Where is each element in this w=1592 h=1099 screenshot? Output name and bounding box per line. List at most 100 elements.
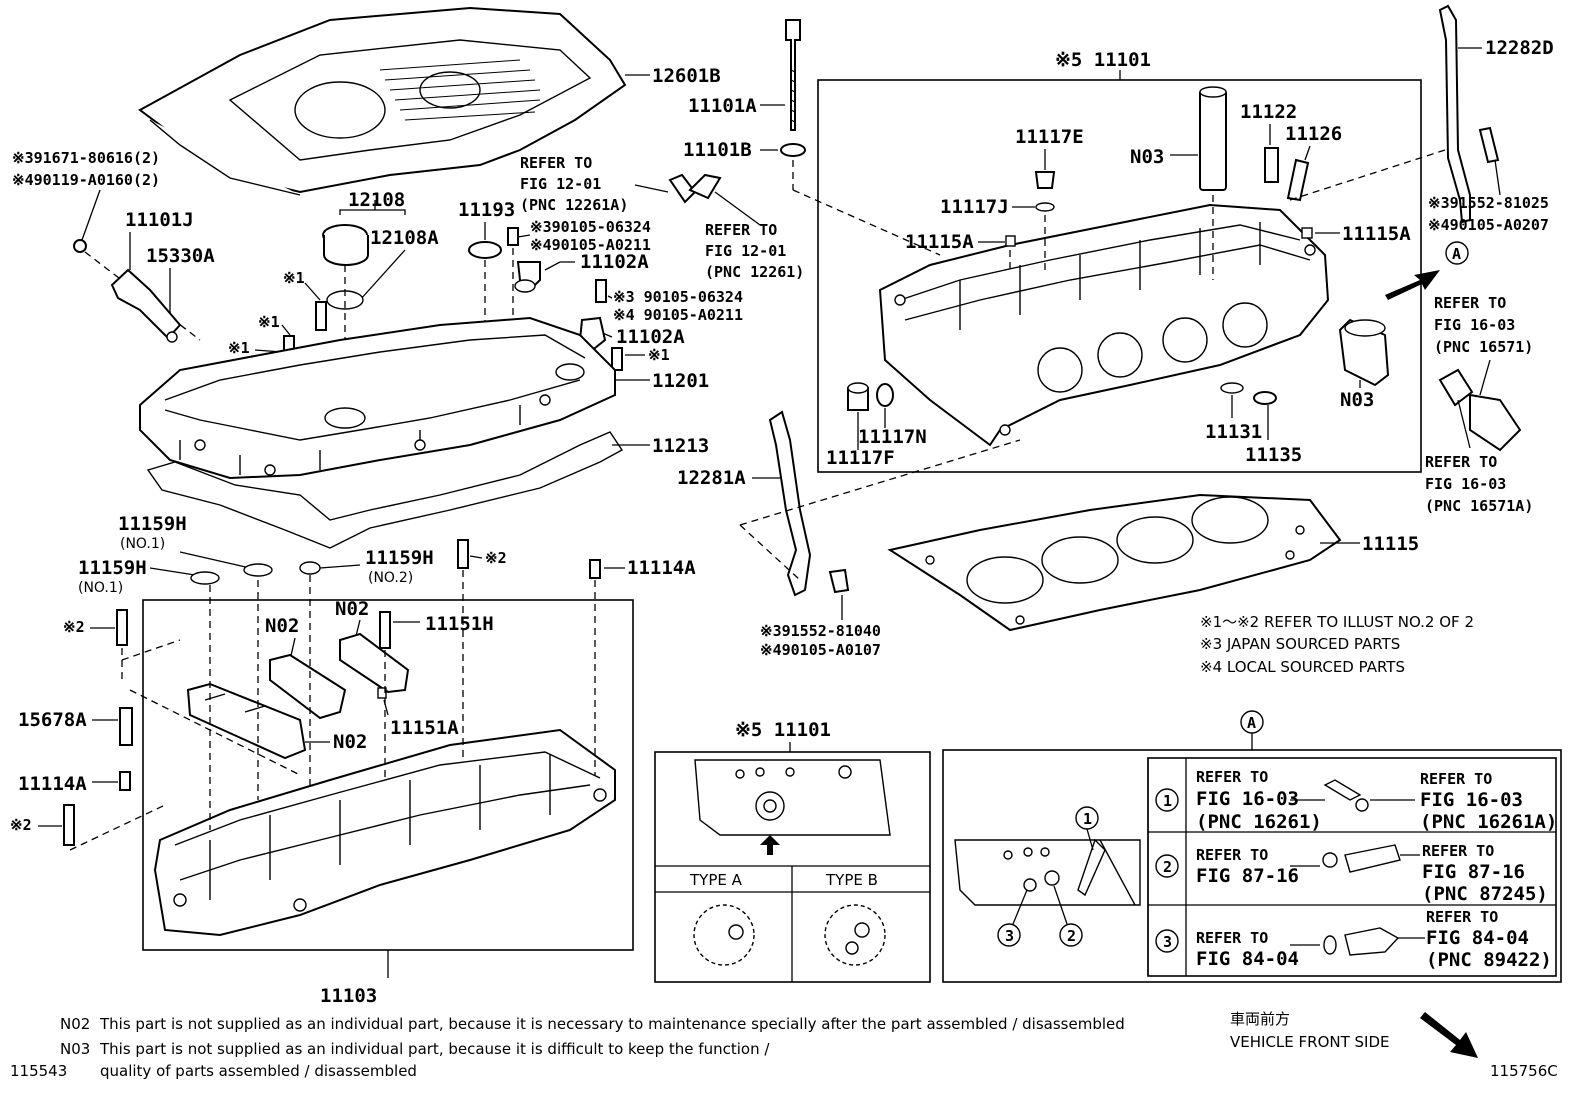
note-local-sourced: ※4 LOCAL SOURCED PARTS [1200, 658, 1405, 676]
label-11102A-bottom: 11102A [616, 326, 685, 348]
label-ref2-l1: REFER TO [705, 221, 777, 239]
row2-right-l2: FIG 87-16 [1422, 861, 1525, 883]
label-N02-a: N02 [265, 615, 299, 637]
plug-tube-part [1199, 89, 1227, 191]
label-11115A-right: 11115A [1342, 223, 1411, 245]
bolt-icon [315, 301, 327, 331]
label-ref3-l3: (PNC 16571) [1434, 338, 1533, 356]
label-head-assy: ※5 11101 [1055, 49, 1151, 71]
label-12601B: 12601B [652, 65, 721, 87]
plug-part [1034, 171, 1056, 189]
label-ref2-l2: FIG 12-01 [705, 242, 786, 260]
hose-part [688, 173, 722, 200]
label-11151A: 11151A [390, 717, 459, 739]
label-mark2-a: ※2 [485, 549, 507, 567]
gasket-part [1035, 202, 1055, 212]
label-cover-bolts-japan: ※391671-80616(2) [12, 149, 160, 167]
label-11159H-no1-a-sub: (NO.1) [120, 536, 165, 552]
footer-front-jp: 車両前方 [1230, 1010, 1290, 1028]
row-1-number: 1 [1163, 792, 1172, 810]
bearing-cap-part-mid [269, 653, 347, 720]
label-11117F: 11117F [826, 447, 895, 469]
label-11103: 11103 [320, 985, 377, 1007]
footer-n03-code: N03 [60, 1040, 90, 1058]
label-11159H-no1-b: 11159H [78, 557, 147, 579]
label-11101A: 11101A [688, 95, 757, 117]
inset-head-detail [694, 759, 891, 836]
clamp-part [1355, 798, 1369, 812]
footer-n03-text-1: This part is not supplied as an individu… [99, 1040, 770, 1058]
view-a-marker [1445, 241, 1469, 265]
camshaft-housing-part [153, 728, 616, 937]
view-a-box [942, 749, 1562, 983]
label-mark1-c: ※1 [228, 339, 250, 357]
label-11159H-no1-a: 11159H [118, 513, 187, 535]
plug-part [876, 383, 894, 407]
label-callout-1: 1 [1083, 810, 1092, 828]
label-11117N: 11117N [858, 426, 927, 448]
washer-part [1253, 391, 1277, 405]
label-N02-c: N02 [333, 731, 367, 753]
label-N02-b: N02 [335, 598, 369, 620]
label-mark2-c: ※2 [10, 816, 32, 834]
footer-n02-code: N02 [60, 1015, 90, 1033]
cylinder-head-part [878, 203, 1330, 447]
row1-left-l3: (PNC 16261) [1196, 811, 1322, 833]
washer-part [1220, 382, 1244, 394]
up-arrow-icon [760, 835, 780, 855]
label-11135: 11135 [1245, 444, 1302, 466]
label-hanger-l-bolt-japan: ※391552-81040 [760, 622, 881, 640]
footer-n02-text: This part is not supplied as an individu… [99, 1015, 1125, 1033]
label-sensor-bolt-local-b: ※4 90105-A0211 [613, 306, 743, 324]
row-2-marker [1155, 854, 1179, 878]
label-11115A-left: 11115A [905, 231, 974, 253]
bearing-cap-part-right [339, 632, 410, 694]
label-N03-top: N03 [1130, 146, 1164, 168]
label-11114A-top: 11114A [627, 557, 696, 579]
dowel-pin-part [1005, 235, 1016, 247]
label-ref1-l2: FIG 12-01 [520, 175, 601, 193]
label-11115: 11115 [1362, 533, 1419, 555]
row1-left-l1: REFER TO [1196, 768, 1268, 786]
footer-ref-left: 115543 [10, 1062, 67, 1080]
oil-filler-cap-part [322, 224, 369, 310]
clamp-part [1322, 852, 1338, 868]
row-2-number: 2 [1163, 858, 1172, 876]
note-marks-1-2: ※1～※2 REFER TO ILLUST NO.2 OF 2 [1200, 613, 1474, 631]
row3-left-l1: REFER TO [1196, 929, 1268, 947]
label-callout-2: 2 [1067, 927, 1076, 945]
footer-n03-text-2: quality of parts assembled / disassemble… [100, 1062, 417, 1080]
row1-left-l2: FIG 16-03 [1196, 788, 1299, 810]
label-ref3-l2: FIG 16-03 [1434, 316, 1515, 334]
hose-part [1469, 393, 1522, 452]
head-cover-gasket-part [146, 431, 624, 549]
label-ref4-l3: (PNC 16571A) [1425, 497, 1533, 515]
callout-2-marker [1059, 923, 1083, 947]
bearing-cap-part-left [186, 682, 307, 760]
label-sensor-bolt-local-a: ※490105-A0211 [530, 236, 651, 254]
label-type-a: TYPE A [689, 871, 743, 889]
callout-3-marker [997, 923, 1021, 947]
label-sensor-bolt-japan-a: ※390105-06324 [530, 218, 651, 236]
label-N03-right: N03 [1340, 389, 1374, 411]
label-12281A: 12281A [677, 467, 746, 489]
row-3-number: 3 [1163, 933, 1172, 951]
dowel-pin-part [1301, 227, 1313, 239]
row3-right-l1: REFER TO [1426, 908, 1498, 926]
plug-part [119, 707, 133, 746]
row2-left-l1: REFER TO [1196, 846, 1268, 864]
note-japan-sourced: ※3 JAPAN SOURCED PARTS [1200, 635, 1400, 653]
cylinder-head-cover-part [139, 316, 616, 480]
row1-right-l2: FIG 16-03 [1420, 789, 1523, 811]
label-11213: 11213 [652, 435, 709, 457]
washer-part [299, 561, 321, 575]
washer-part [243, 563, 273, 577]
label-11159H-no2-sub: (NO.2) [368, 570, 413, 586]
bolt-icon [611, 347, 623, 371]
label-12108A: 12108A [370, 227, 439, 249]
bolt-icon [828, 568, 850, 594]
label-11114A-left: 11114A [18, 773, 87, 795]
hose-part [1323, 779, 1362, 801]
row-1-marker [1155, 788, 1179, 812]
